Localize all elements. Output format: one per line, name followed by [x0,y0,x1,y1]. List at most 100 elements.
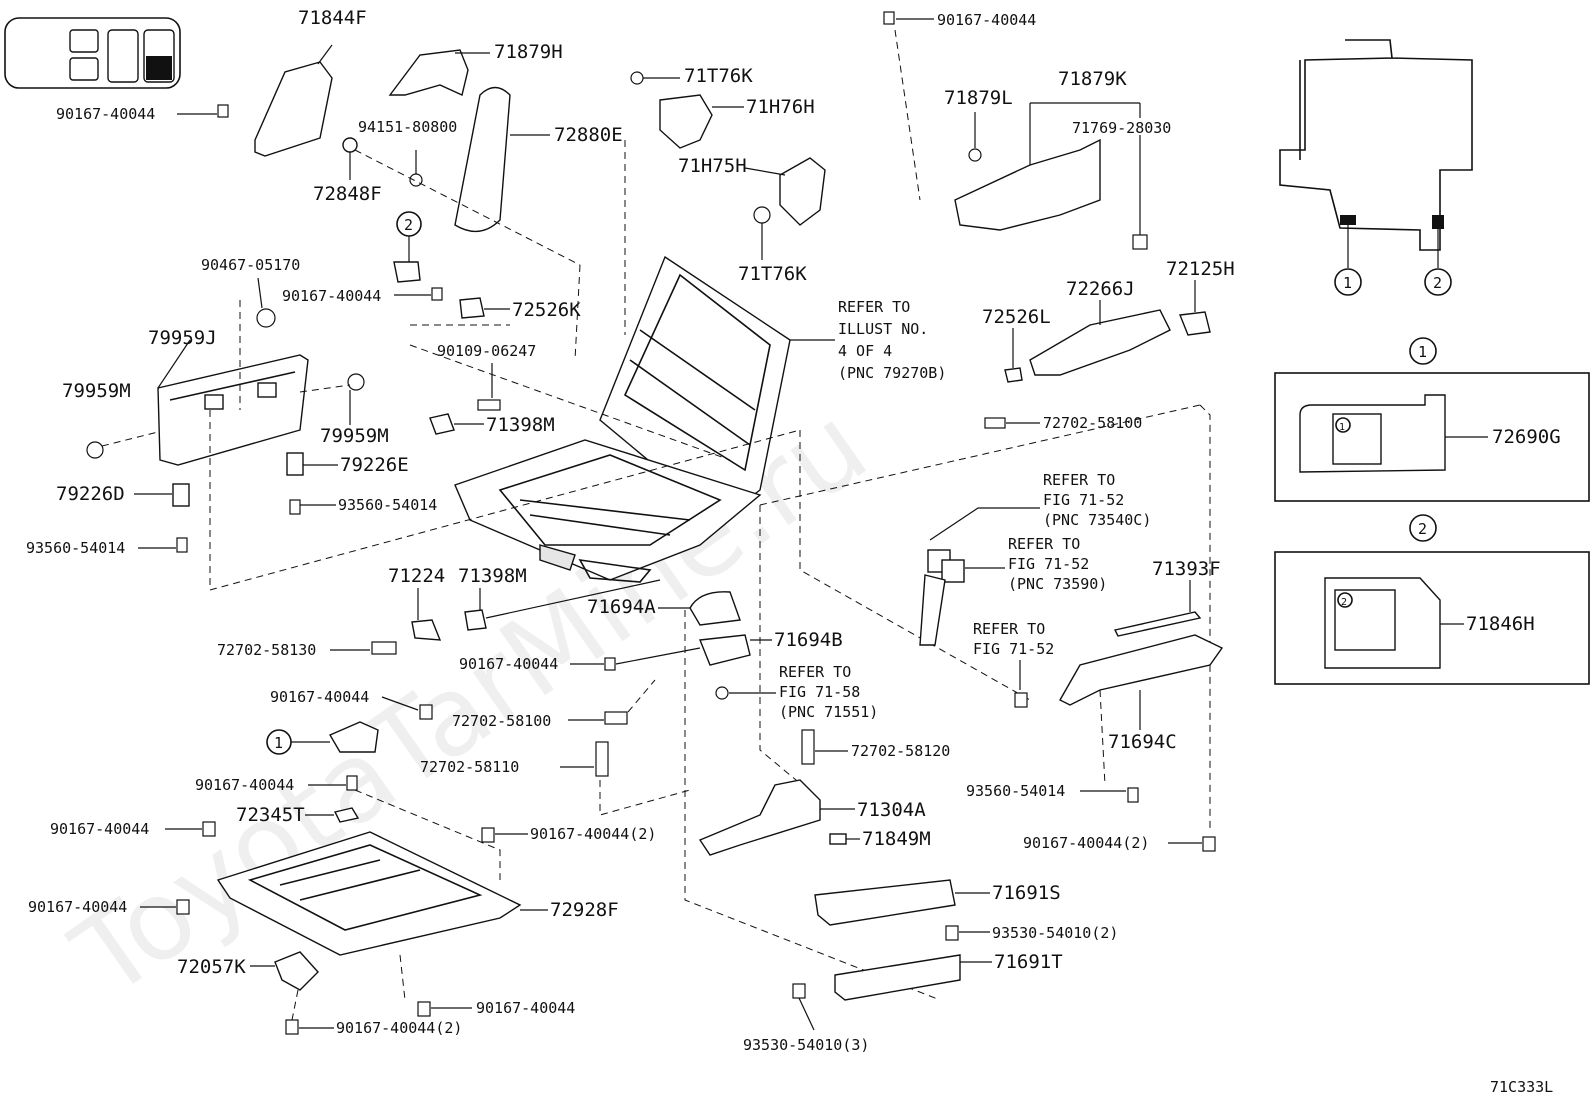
svg-text:90167-40044(2): 90167-40044(2) [1023,834,1149,852]
part-72880E: 72880E [454,86,623,233]
svg-text:FIG 71-52: FIG 71-52 [1043,491,1124,509]
svg-text:71691T: 71691T [994,951,1063,973]
ref-71551: REFER TO FIG 71-58 (PNC 71551) [715,663,878,721]
svg-text:2: 2 [1418,520,1427,538]
bolt-93560-54014-c: 93560-54014 [966,782,1139,803]
leader-dash [354,149,581,266]
svg-text:72266J: 72266J [1066,278,1135,300]
svg-text:72057K: 72057K [177,956,246,978]
svg-text:71304A: 71304A [857,799,926,821]
leader-dash [759,404,1201,506]
part-71393F: 71393F [1113,558,1221,637]
svg-text:71879L: 71879L [944,87,1013,109]
svg-text:FIG 71-52: FIG 71-52 [1008,555,1089,573]
svg-text:90167-40044: 90167-40044 [50,820,149,838]
svg-text:72928F: 72928F [550,899,619,921]
svg-text:71694C: 71694C [1108,731,1177,753]
leader-dash [354,789,501,880]
svg-text:ILLUST NO.: ILLUST NO. [838,320,928,338]
part-72266J: 72266J [1029,278,1171,376]
clip-90467-05170: 90467-05170 [201,256,300,328]
part-79959J: 79959J [148,327,309,466]
svg-text:90167-40044(2): 90167-40044(2) [530,825,656,843]
svg-text:90167-40044: 90167-40044 [195,776,294,794]
part-71304A: 71304A [698,779,926,856]
illustration-code: 71C333L [1490,1078,1553,1096]
svg-text:79959M: 79959M [320,425,389,447]
svg-text:2: 2 [404,216,413,234]
svg-text:71694A: 71694A [587,596,656,618]
svg-text:1: 1 [1418,343,1427,361]
bolt-93560-54014-a: 93560-54014 [289,496,437,515]
svg-text:93560-54014: 93560-54014 [966,782,1065,800]
svg-text:71393F: 71393F [1152,558,1221,580]
svg-text:71398M: 71398M [486,414,555,436]
bolt-90167-40044-2c: 90167-40044(2) [285,1019,462,1037]
bolt-72702-58120: 72702-58120 [801,729,950,765]
leader-dash [799,430,1031,701]
bracket-marker-1: 1 [266,721,379,755]
bolt-90167-40044-g: 90167-40044 [28,898,190,916]
svg-text:90167-40044: 90167-40044 [28,898,127,916]
part-71H75H: 71H75H [678,155,826,226]
bolt-72702-58110: 72702-58110 [420,741,609,777]
part-71691S: 71691S [814,879,1061,926]
svg-text:72702-58100: 72702-58100 [1043,414,1142,432]
part-71224: 71224 [388,565,445,641]
bolt-90167-40044-a: 90167-40044 [56,104,229,123]
svg-text:71H75H: 71H75H [678,155,747,177]
svg-text:90167-40044: 90167-40044 [282,287,381,305]
svg-text:REFER TO: REFER TO [1043,471,1115,489]
svg-text:79959M: 79959M [62,380,131,402]
seat-back-frame [599,255,791,521]
svg-text:71T76K: 71T76K [738,263,807,285]
bolt-72702-58130: 72702-58130 [217,641,397,659]
clip-71T76K-a: 71T76K [630,65,753,87]
svg-text:72702-58110: 72702-58110 [420,758,519,776]
svg-text:90167-40044: 90167-40044 [270,688,369,706]
leader-dash [409,344,731,461]
svg-text:71769-28030: 71769-28030 [1072,119,1171,137]
bolt-72702-58100-a: 72702-58100 [984,414,1142,432]
svg-text:72702-58130: 72702-58130 [217,641,316,659]
svg-text:71691S: 71691S [992,882,1061,904]
part-71H76H: 71H76H [659,94,815,149]
bolt-90167-40044-2a: 90167-40044(2) [481,825,656,843]
switch-box-1: 1 1 72690G [1274,337,1590,502]
svg-text:REFER TO: REFER TO [779,663,851,681]
bolt-90167-40044-c: 90167-40044 [459,655,616,673]
leader-dash [759,505,821,801]
svg-text:71398M: 71398M [458,565,527,587]
svg-text:72345T: 72345T [236,804,305,826]
svg-text:71879H: 71879H [494,41,563,63]
part-72345T: 72345T [236,804,360,826]
bolt-90167-40044-d: 90167-40044 [270,688,433,720]
bolt-90109-06247: 90109-06247 [437,342,536,411]
part-72057K: 72057K [177,951,319,991]
svg-text:FIG 71-52: FIG 71-52 [973,640,1054,658]
part-71398M-b: 71398M [458,565,527,631]
svg-text:79226D: 79226D [56,483,125,505]
svg-text:93560-54014: 93560-54014 [338,496,437,514]
part-72526L: 72526L [982,306,1051,383]
leader-dash [1099,689,1106,786]
svg-text:REFER TO: REFER TO [838,298,910,316]
bolt-93560-54014-b: 93560-54014 [26,537,188,557]
marker-1: 1 [1334,268,1362,296]
clip-71T76K-b: 71T76K [738,206,807,285]
watermark: ToyotaTarMine.ru [51,381,890,1022]
part-71694C: 71694C [1059,634,1224,753]
svg-text:71T76K: 71T76K [684,65,753,87]
svg-text:93530-54010(2): 93530-54010(2) [992,924,1118,942]
seat-belt-buckle [919,549,965,646]
label-71846H: 71846H [1466,613,1535,635]
svg-text:72702-58120: 72702-58120 [851,742,950,760]
bolt-90167-40044-e: 90167-40044 [195,775,358,794]
leader-dash [599,780,691,816]
svg-text:72526L: 72526L [982,306,1051,328]
bolt-90167-40044-2a-right: 90167-40044(2) [1023,834,1216,852]
leader-dash [684,610,941,1001]
svg-text:90167-40044: 90167-40044 [56,105,155,123]
bolt-93530-54010-3: 93530-54010(3) [743,983,869,1054]
